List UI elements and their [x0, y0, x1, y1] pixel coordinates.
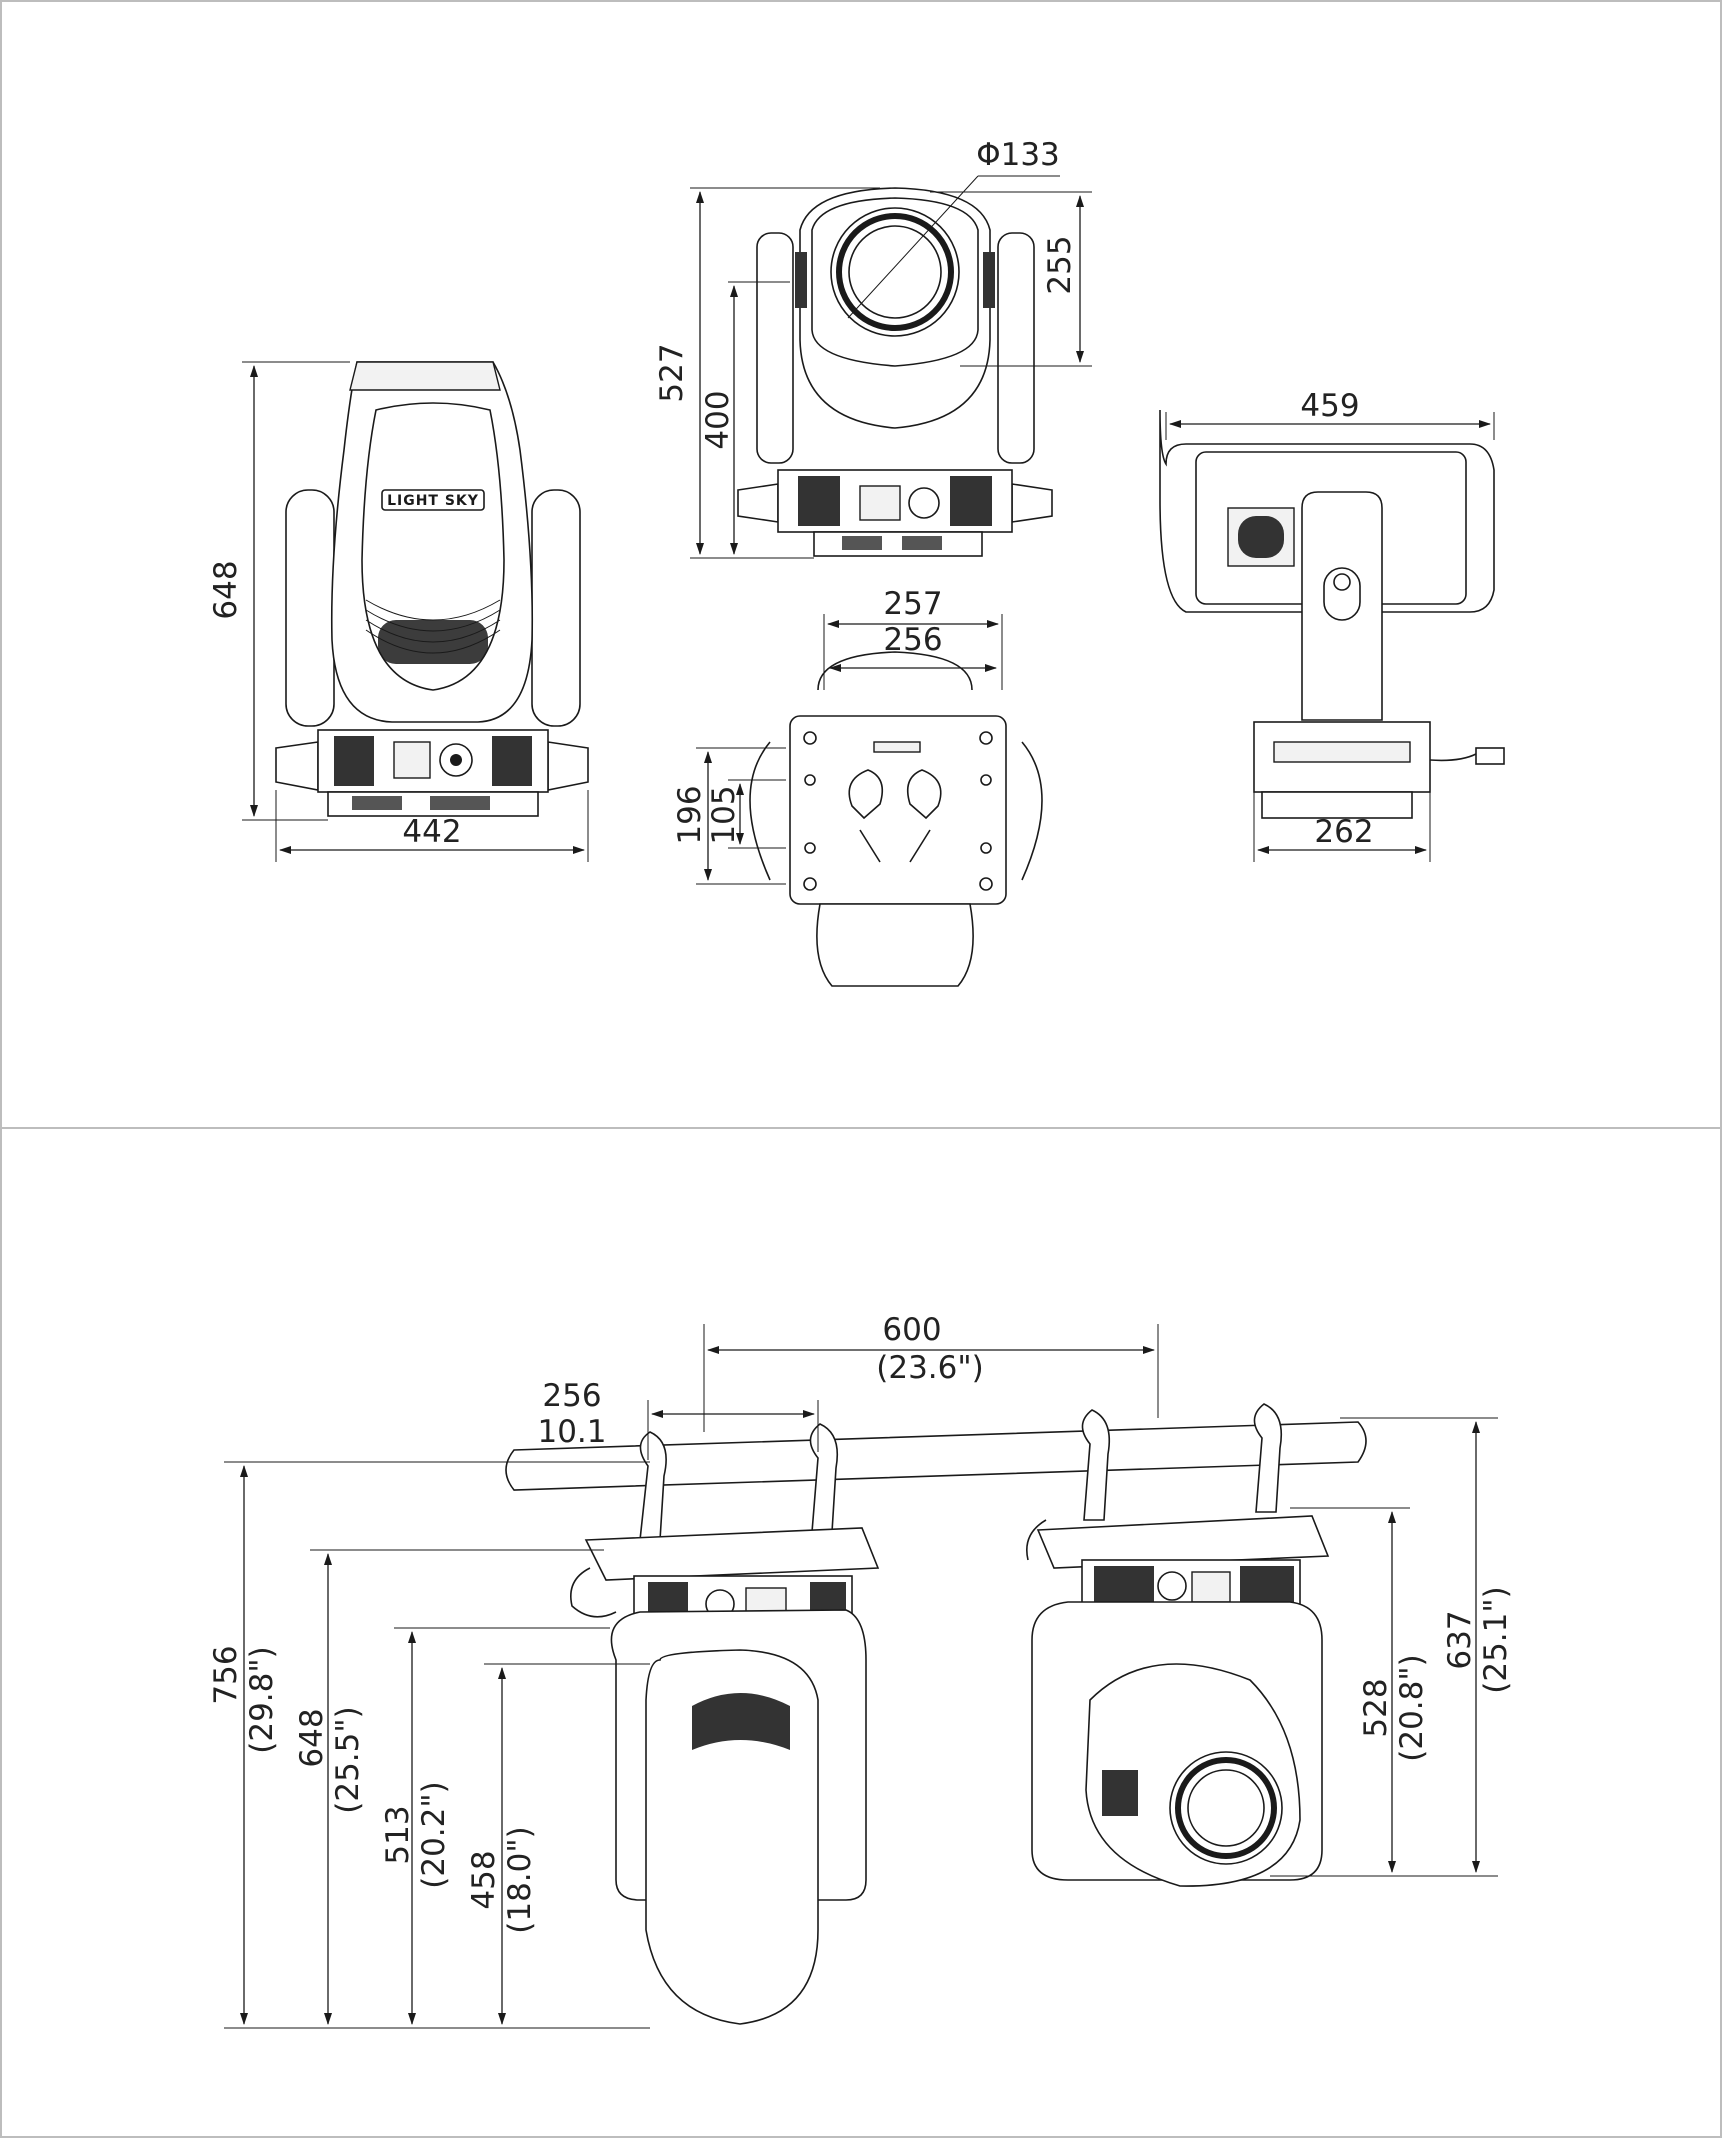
left-fixture-base-top [584, 1527, 880, 1581]
rigging-views: 600 (23.6") 256 10.1 756 (29.8") 648 (25… [208, 1312, 1514, 2029]
base-view: 257 256 196 105 [672, 586, 1043, 987]
front-view-lens [848, 225, 942, 319]
height-756-mm: 756 [208, 1645, 244, 1704]
height-528-mm: 528 [1358, 1678, 1394, 1737]
front-view-lens-diameter-dim [847, 175, 1060, 319]
rear-view-yoke-arms [285, 489, 581, 727]
front-view-head-shell [799, 187, 991, 429]
height-513-mm: 513 [380, 1805, 416, 1864]
right-fixture-lens-band [1175, 1757, 1277, 1859]
height-637-inch: (25.1") [1478, 1586, 1514, 1693]
front-view-base [737, 469, 1053, 557]
height-dims-right [1270, 1417, 1498, 1877]
front-view-lens-band [836, 213, 954, 331]
right-fixture-clamp-1 [1081, 1409, 1111, 1521]
base-view-depth-outer-dim [696, 747, 786, 885]
height-458-inch: (18.0") [502, 1826, 538, 1933]
height-756-inch: (29.8") [244, 1646, 280, 1753]
front-view-right-arm [997, 232, 1035, 464]
front-view-lens-diameter-label: Φ133 [976, 137, 1060, 173]
clamp-spacing-inch: (23.6") [876, 1350, 983, 1386]
height-648-mm: 648 [294, 1708, 330, 1767]
rear-view-width-label: 442 [402, 814, 461, 850]
front-view-head-bezel [811, 197, 979, 367]
rear-view-vent-grille [365, 599, 501, 664]
side-view-base [1253, 721, 1505, 819]
side-view-base-depth-dim [1253, 792, 1431, 862]
clamp-spacing-mm: 600 [882, 1312, 941, 1348]
front-view-tilt-axis-dim [728, 281, 790, 555]
base-view-depth-outer-label: 196 [672, 785, 708, 844]
height-648-inch: (25.5") [330, 1706, 366, 1813]
height-513-inch: (20.2") [416, 1781, 452, 1888]
clamp-width-dim [647, 1400, 819, 1460]
side-view-length-dim [1165, 412, 1495, 440]
side-view-length-label: 459 [1300, 388, 1359, 424]
left-fixture-head-vent [692, 1693, 790, 1750]
side-view-knob-plate [1323, 567, 1361, 621]
clamp-width-alt: 10.1 [537, 1414, 606, 1450]
clamp-width-mm: 256 [542, 1378, 601, 1414]
side-view-tilt-knob [1333, 573, 1351, 591]
base-view-width-inner-label: 256 [883, 622, 942, 658]
rear-view-height-dim [242, 361, 350, 821]
base-view-right-handle [1021, 741, 1043, 881]
height-dims-left [224, 1461, 650, 2029]
front-view-left-arm [756, 232, 794, 464]
base-view-depth-inner-dim [728, 779, 786, 849]
rear-view-logo-plate [381, 489, 485, 511]
base-view-clamps [848, 769, 942, 863]
side-view-base-depth-label: 262 [1314, 814, 1373, 850]
base-view-depth-inner-label: 105 [706, 785, 742, 844]
rear-view-height-label: 648 [208, 560, 244, 619]
base-view-width-outer-dim [823, 614, 1003, 690]
front-view-lens-ring [830, 207, 960, 337]
height-528-inch: (20.8") [1394, 1654, 1430, 1761]
rear-view-head-panel [361, 402, 505, 691]
front-view: Φ133 255 527 400 [654, 137, 1092, 559]
base-view-width-outer-label: 257 [883, 586, 942, 622]
right-fixture-clamp-2 [1253, 1403, 1283, 1513]
height-458-mm: 458 [466, 1850, 502, 1909]
truss-pipe [505, 1421, 1367, 1491]
side-view: 459 262 [1159, 388, 1505, 862]
right-fixture-base-top [1036, 1515, 1330, 1569]
front-view-lens-height-label: 255 [1042, 235, 1078, 294]
left-fixture-clamp-1 [639, 1431, 667, 1541]
front-view-led-strips [795, 252, 995, 308]
logo-text: LIGHT SKY [387, 493, 479, 509]
left-fixture-clamp-2 [809, 1423, 839, 1533]
front-view-total-height-label: 527 [654, 343, 690, 402]
rear-view-base [275, 729, 589, 817]
rear-view-width-dim [275, 790, 589, 862]
base-view-connector [873, 741, 921, 753]
height-637-mm: 637 [1442, 1610, 1478, 1669]
right-fixture-vent [1102, 1770, 1138, 1816]
rigged-fixture-right [1026, 1403, 1330, 1887]
front-view-total-height-dim [690, 187, 880, 559]
left-fixture-handle [570, 1567, 617, 1618]
right-fixture-lens-ring [1169, 1751, 1283, 1865]
base-view-bolts [803, 731, 993, 891]
base-view-left-handle [749, 741, 771, 881]
right-fixture-lens [1187, 1769, 1265, 1847]
base-view-head-bottom [816, 903, 974, 987]
front-view-tilt-axis-label: 400 [700, 390, 736, 449]
right-fixture-handle [1026, 1519, 1047, 1561]
rigged-fixture-left [570, 1423, 880, 2025]
rear-view: LIGHT SKY 648 [208, 361, 589, 862]
front-view-lens-height-dim [930, 191, 1092, 367]
side-view-fan [1238, 516, 1284, 558]
rear-view-head-cap [349, 361, 501, 391]
